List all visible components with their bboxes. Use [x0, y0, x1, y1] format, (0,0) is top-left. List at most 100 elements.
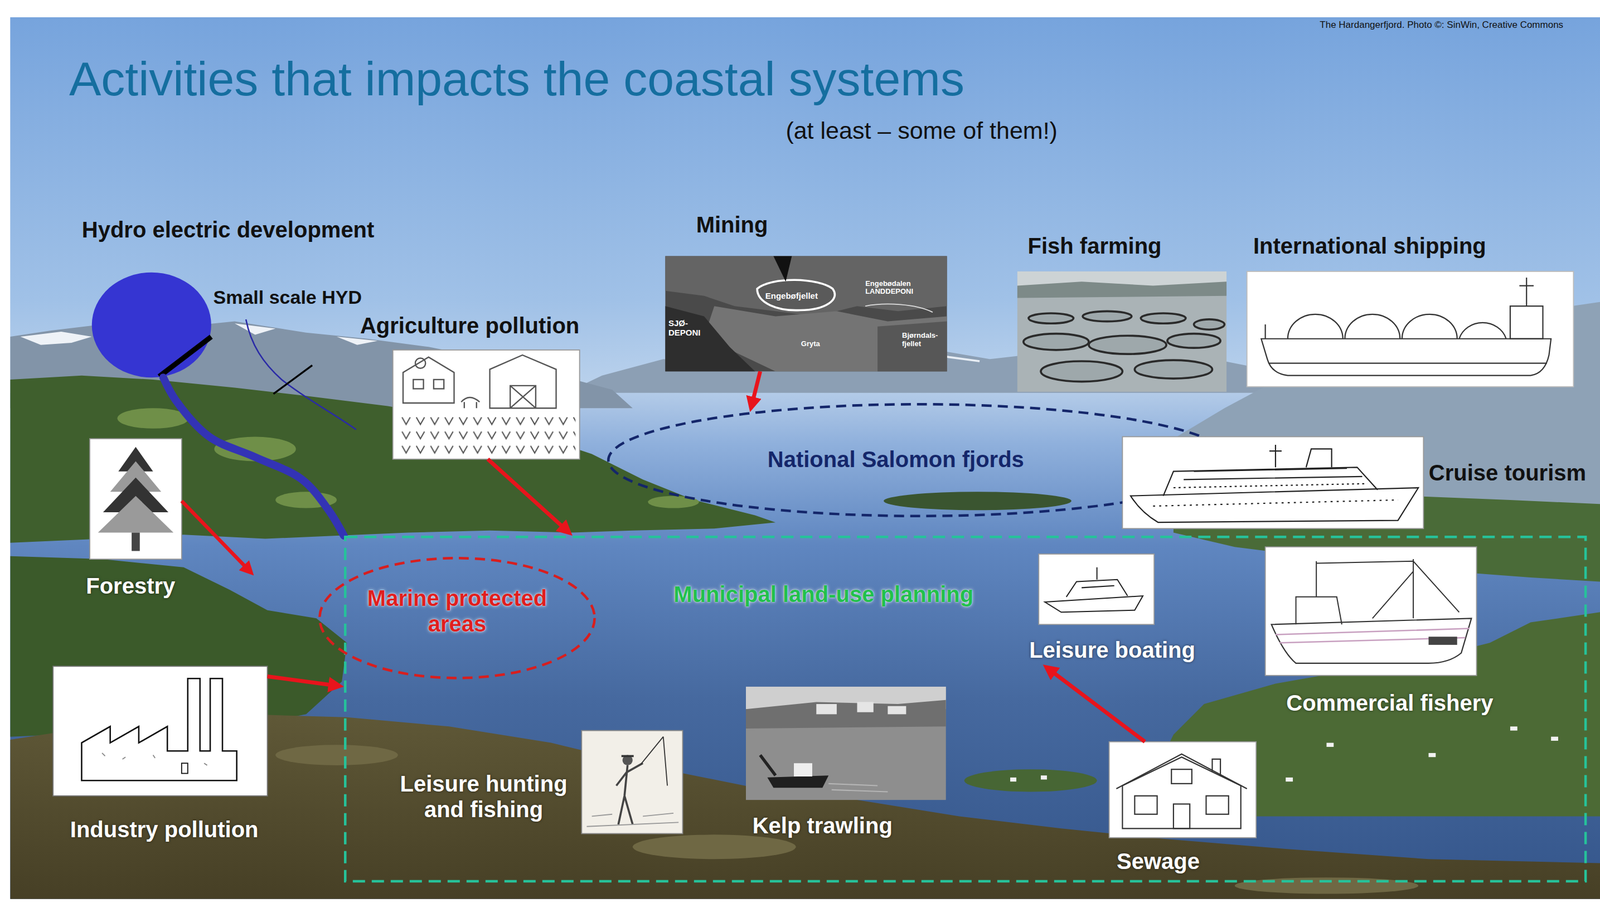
- fields: [117, 408, 189, 429]
- page-title: Activities that impacts the coastal syst…: [69, 51, 965, 107]
- farm-sketch: [403, 357, 455, 404]
- house-drawing: [1116, 754, 1247, 829]
- caption-holder: Forestry: [83, 571, 178, 601]
- mining-map: [773, 255, 792, 282]
- house-drawing: [1109, 742, 1257, 838]
- farm-sketch: [393, 350, 580, 460]
- caption-holder: Mining: [694, 210, 771, 240]
- snow: [20, 331, 92, 346]
- fishing-vessel-drawing: [1265, 546, 1477, 676]
- fish-farm-photo: [1017, 281, 1227, 298]
- label-holder: The Hardangerfjord. Photo ©: SinWin, Cre…: [1319, 19, 1564, 31]
- farm-sketch: [461, 397, 480, 409]
- activity-label: Agriculture pollution: [360, 312, 580, 339]
- small-hydro-sketch: [245, 319, 357, 430]
- mining-map: [757, 279, 835, 310]
- label-holder: Small scale HYD: [213, 286, 362, 309]
- caption-holder: Industry pollution: [68, 815, 261, 845]
- lng-ship-drawing: [1287, 314, 1343, 339]
- fish-farm-photo: [1194, 319, 1225, 330]
- caption-holder: National Salomon fjords: [765, 444, 1027, 474]
- fish-farm-photo: [1028, 313, 1074, 324]
- lng-ship-drawing: [1261, 277, 1551, 376]
- activity-box: Cruise tourism: [1122, 436, 1589, 529]
- angler-sketch: [581, 730, 683, 835]
- map-label: Bjørndals-fjellet: [902, 331, 943, 349]
- mining-map: [665, 255, 947, 372]
- lng-ship-drawing: [1402, 314, 1458, 339]
- house-drawing: [1134, 796, 1157, 815]
- houses: [1040, 775, 1047, 780]
- caption-holder: Hydro electric development: [79, 215, 377, 245]
- caption-holder: Cruise tourism: [1426, 458, 1589, 488]
- snow: [234, 323, 276, 335]
- leisure-boat-drawing: [1096, 567, 1098, 580]
- label-holder: SJØ-DEPONI: [668, 318, 710, 338]
- farm-sketch: [433, 379, 444, 389]
- caption-holder: Leisure boating: [1026, 635, 1198, 665]
- photo-credit: The Hardangerfjord. Photo ©: SinWin, Cre…: [1319, 19, 1564, 31]
- island: [883, 491, 1072, 511]
- hill-patches: [275, 744, 399, 766]
- activity-label: Mining: [696, 211, 769, 238]
- leisure-boat-drawing: [1044, 595, 1143, 613]
- label-holder: Gryta: [801, 340, 821, 349]
- activity-label: Fish farming: [1028, 233, 1162, 259]
- map-label: SJØ-DEPONI: [668, 318, 710, 338]
- lng-ship-drawing: [1265, 277, 1534, 339]
- kelp-trawler-photo: [745, 686, 947, 800]
- kelp-trawler-photo: [816, 704, 837, 715]
- activity-label: Hydro electric development: [81, 216, 375, 243]
- hydro-dam: [159, 336, 212, 377]
- cruise-ship-drawing: [1130, 444, 1419, 523]
- house-drawing: [1122, 757, 1241, 829]
- cruise-ship-drawing: [1183, 468, 1362, 480]
- fish-farm-photo: [1017, 271, 1227, 392]
- factory-drawing: [102, 753, 208, 766]
- activity-label: Sewage: [1116, 848, 1200, 875]
- farm-sketch: [510, 385, 536, 409]
- connectors: [163, 371, 1146, 742]
- area-ellipse: National Salomon fjords: [607, 403, 1232, 518]
- activity-label: International shipping: [1253, 233, 1487, 259]
- house-drawing: [1205, 796, 1229, 815]
- fishing-vessel-drawing: [1271, 618, 1472, 664]
- dashed-border: [608, 404, 1231, 517]
- houses: [1550, 737, 1559, 741]
- factory-drawing: [52, 666, 268, 796]
- leisure-boat-drawing: [1044, 567, 1143, 613]
- activity-box: Leisure boating: [1026, 554, 1198, 665]
- fish-farm-photo: [1023, 311, 1225, 382]
- area-ellipse: Marine protected areas: [318, 556, 596, 680]
- lng-ship-drawing: [1261, 338, 1551, 376]
- activity-box: Industry pollution: [52, 666, 268, 845]
- house-drawing: [1211, 759, 1221, 776]
- kelp-trawler-photo: [857, 701, 874, 712]
- fishing-vessel-drawing: [1296, 597, 1342, 625]
- caption-holder: International shipping: [1251, 231, 1489, 261]
- caption-holder: Marine protected areas: [352, 583, 562, 639]
- angler-sketch: [640, 737, 668, 787]
- fish-farm-photo: [1134, 360, 1212, 379]
- lng-ship-drawing: [1458, 322, 1506, 339]
- kelp-trawler-photo: [745, 686, 947, 800]
- activity-label: Leisure hunting and fishing: [394, 771, 574, 823]
- houses: [1510, 726, 1518, 731]
- impact-arrow: [1051, 671, 1146, 742]
- lng-ship-drawing: [1247, 271, 1574, 387]
- cruise-ship-drawing: [1122, 436, 1424, 529]
- fish-farm-photo: [1023, 333, 1089, 351]
- activity-box: Commercial fishery: [1265, 546, 1496, 718]
- forestry-arrow: [181, 501, 247, 569]
- fish-farm-photo: [1140, 313, 1186, 324]
- lng-ship-drawing: [1510, 306, 1544, 339]
- fishing-vessel-drawing: [1265, 546, 1477, 676]
- kelp-trawler-photo: [767, 775, 829, 788]
- planning-area: Municipal land-use planningMarine protec…: [343, 535, 1587, 883]
- angler-sketch: [621, 755, 634, 758]
- farm-sketch: [403, 355, 557, 409]
- houses: [1326, 743, 1334, 748]
- map-label: Engebøfjellet: [765, 291, 818, 301]
